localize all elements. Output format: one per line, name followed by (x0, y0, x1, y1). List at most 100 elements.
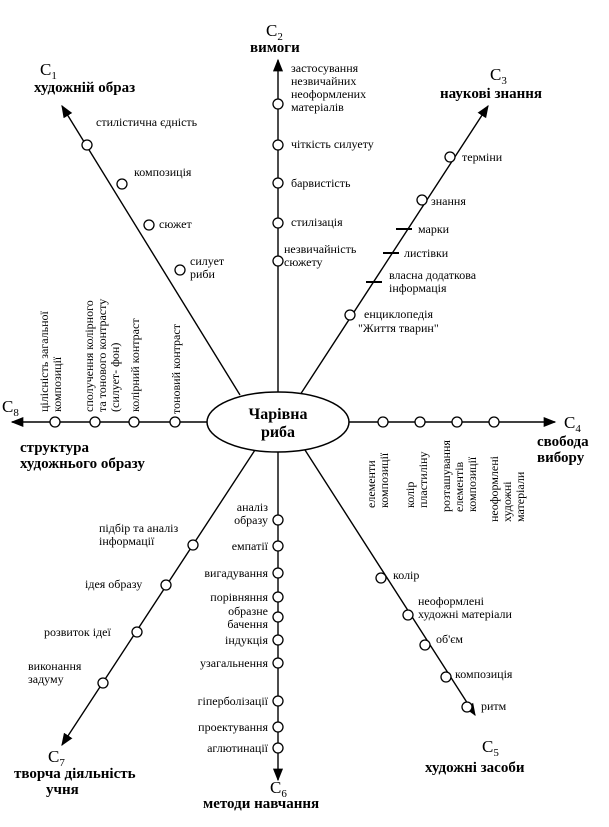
c8-node (128, 416, 140, 428)
center-label-line2: риба (261, 424, 295, 441)
c6-code: C6 (270, 778, 287, 800)
c8-node (89, 416, 101, 428)
center-ellipse (206, 391, 350, 453)
c3-node (444, 151, 456, 163)
c1-item: стилістична єдність (96, 115, 198, 129)
c2-item: чіткість силуету (291, 137, 374, 151)
c1-code: C1 (40, 60, 57, 82)
c3-item: терміни (462, 150, 503, 164)
c6-item: образне (228, 604, 268, 618)
c6-item: образу (234, 513, 268, 527)
c6-item: емпатії (232, 539, 269, 553)
c3-node (416, 194, 428, 206)
c6-item: аналіз (237, 500, 269, 514)
c5-item: колір (393, 568, 419, 582)
c4-item: художні (500, 481, 514, 522)
c4-node (488, 416, 500, 428)
c1-item: силует (190, 254, 225, 268)
c8-item: тоновий контраст (169, 323, 183, 414)
c2-item: барвистість (291, 176, 351, 190)
c2-item: сюжету (284, 255, 323, 269)
ray-c1 (61, 104, 241, 396)
c7-node (97, 677, 109, 689)
c1-item: риби (190, 267, 216, 281)
c7-code: C7 (48, 747, 65, 769)
c2-title: вимоги (250, 40, 300, 56)
c4-node (377, 416, 389, 428)
c2-node (272, 98, 284, 110)
c7-title-line2: учня (46, 782, 79, 798)
c6-item: гіперболізації (198, 694, 269, 708)
c4-title-line2: вибору (537, 450, 585, 466)
c2-item: матеріалів (291, 100, 344, 114)
c2-item: стилізація (291, 215, 343, 229)
c6-item: проектування (198, 720, 268, 734)
c5-item: художні матеріали (418, 607, 512, 621)
c3-item: енциклопедія (364, 307, 433, 321)
c4-item: композиції (465, 456, 479, 512)
c8-title-line2: художнього образу (20, 456, 145, 472)
ray-c7 (61, 449, 256, 747)
c6-node (272, 657, 284, 669)
c3-node (344, 309, 356, 321)
c1-node (81, 139, 93, 151)
c5-node (375, 572, 387, 584)
c6-node (272, 540, 284, 552)
c8-node (49, 416, 61, 428)
c5-item: композиція (455, 667, 513, 681)
c2-node (272, 255, 284, 267)
c6-node (272, 591, 284, 603)
c8-node (169, 416, 181, 428)
c8-item: та тонового контрасту (95, 299, 109, 412)
c8-item: цілісність загальної (37, 310, 51, 412)
c3-code: C3 (490, 65, 507, 87)
c8-item: композиції (50, 356, 64, 412)
c7-item: інформації (99, 534, 155, 548)
c6-item: узагальнення (200, 656, 268, 670)
c4-node (414, 416, 426, 428)
c8-code: C8 (2, 397, 19, 419)
c3-item: знання (431, 194, 466, 208)
c2-node (272, 177, 284, 189)
c7-item: підбір та аналіз (99, 521, 179, 535)
c7-node (160, 579, 172, 591)
c8-item: (силует- фон) (108, 343, 122, 412)
c6-node (272, 567, 284, 579)
c4-item: елементи (364, 460, 378, 508)
c5-node (419, 639, 431, 651)
c3-item: інформація (389, 281, 447, 295)
c3-item: "Життя тварин" (358, 321, 439, 335)
c2-item: незвичайних (291, 74, 356, 88)
c5-item: ритм (481, 699, 507, 713)
c6-title: методи навчання (203, 796, 319, 812)
c5-node (440, 671, 452, 683)
c4-title-line1: свобода (537, 434, 589, 450)
c6-item: аглютинації (207, 741, 269, 755)
c1-node (116, 178, 128, 190)
c4-code: C4 (564, 413, 581, 435)
c7-item: задуму (28, 672, 64, 686)
center-label-line1: Чарівна (249, 406, 308, 423)
c2-node (272, 139, 284, 151)
c5-code: C5 (482, 737, 499, 759)
c6-node (272, 721, 284, 733)
c5-node (402, 609, 414, 621)
c6-node (272, 695, 284, 707)
c4-node (451, 416, 463, 428)
c2-item: незвичайність (284, 242, 357, 256)
c5-title: художні засоби (425, 760, 525, 776)
c1-item: сюжет (159, 217, 192, 231)
c1-node (174, 264, 186, 276)
c6-node (272, 634, 284, 646)
c8-item: сполучення колірного (82, 300, 96, 412)
c7-node (131, 626, 143, 638)
c2-node (272, 217, 284, 229)
c3-item: власна додаткова (389, 268, 477, 282)
c3-item: листівки (404, 246, 449, 260)
c6-node (272, 611, 284, 623)
c6-node (272, 514, 284, 526)
c1-item: композиція (134, 165, 192, 179)
c3-item: марки (418, 222, 450, 236)
c6-item: бачення (227, 617, 268, 631)
